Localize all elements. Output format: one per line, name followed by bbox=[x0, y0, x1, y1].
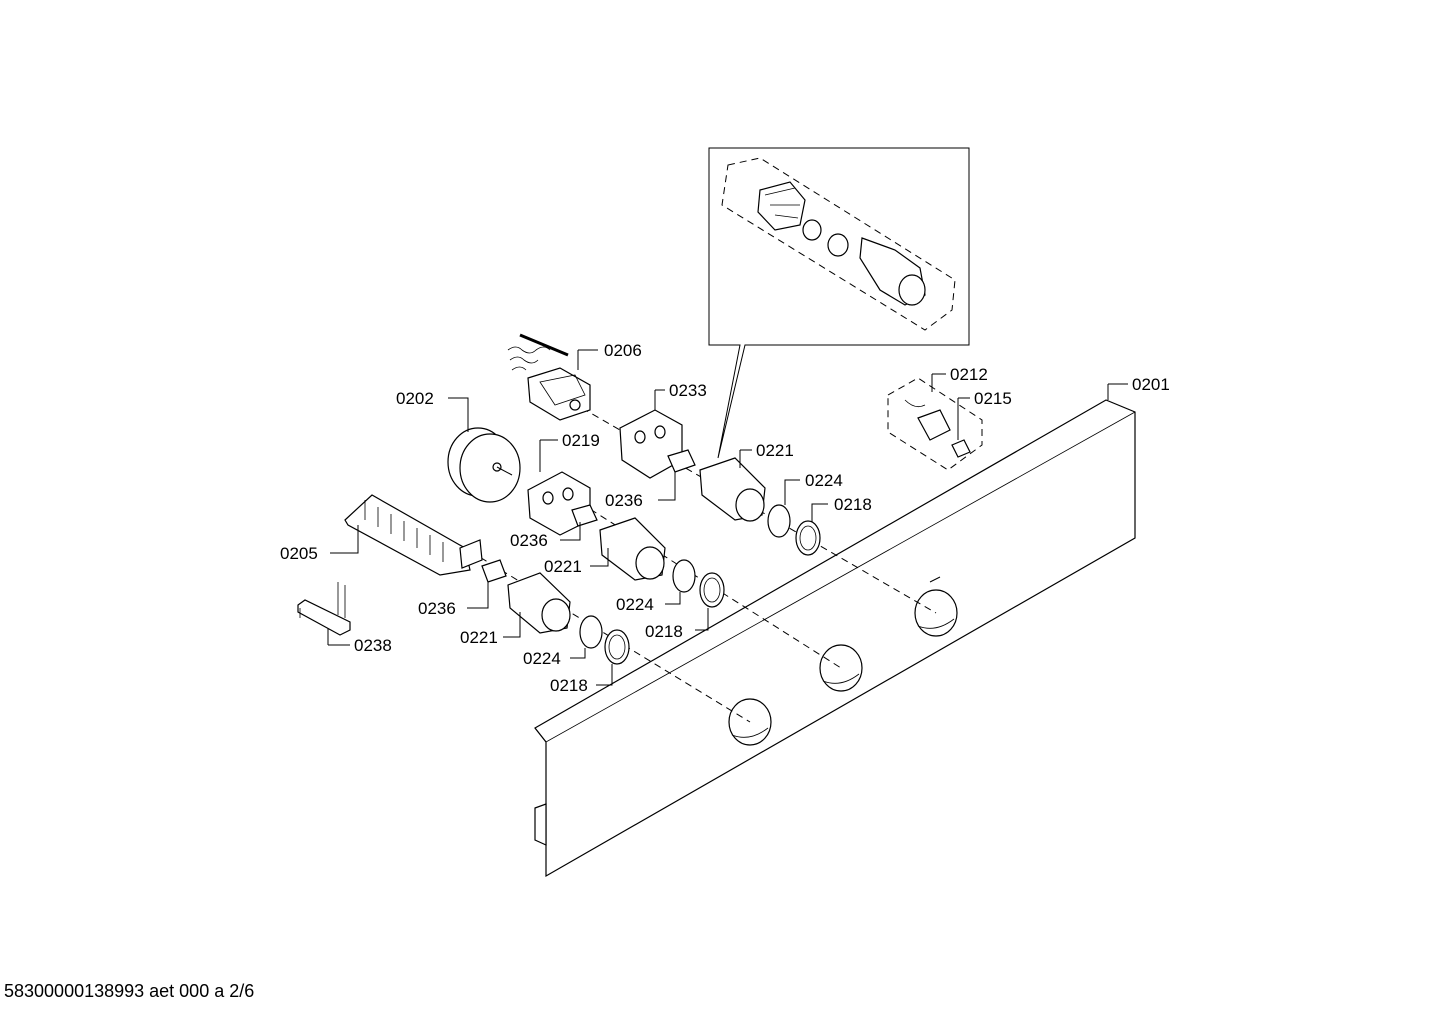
label-0212: 0212 bbox=[950, 365, 988, 384]
part-0212-0215 bbox=[887, 377, 983, 471]
part-labels: 0206 0202 0233 0219 0221 0236 0224 0218 … bbox=[280, 341, 1170, 695]
label-0221: 0221 bbox=[756, 441, 794, 460]
shafts-0236 bbox=[481, 449, 696, 583]
label-0202: 0202 bbox=[396, 389, 434, 408]
label-0215: 0215 bbox=[974, 389, 1012, 408]
label-0221: 0221 bbox=[544, 557, 582, 576]
label-0206: 0206 bbox=[604, 341, 642, 360]
leader-lines bbox=[327, 349, 1128, 686]
part-0206 bbox=[507, 333, 591, 421]
label-0218: 0218 bbox=[834, 495, 872, 514]
part-0238 bbox=[297, 582, 351, 636]
label-0205: 0205 bbox=[280, 544, 318, 563]
label-0221: 0221 bbox=[460, 628, 498, 647]
label-0238: 0238 bbox=[354, 636, 392, 655]
label-0219: 0219 bbox=[562, 431, 600, 450]
part-0205 bbox=[344, 494, 483, 576]
label-0224: 0224 bbox=[523, 649, 561, 668]
part-0202 bbox=[447, 427, 521, 503]
label-0236: 0236 bbox=[605, 491, 643, 510]
detail-inset bbox=[708, 147, 970, 459]
rings-0224 bbox=[579, 504, 791, 649]
label-0218: 0218 bbox=[645, 622, 683, 641]
knobs-0221 bbox=[507, 457, 766, 634]
label-0236: 0236 bbox=[418, 599, 456, 618]
label-0224: 0224 bbox=[805, 471, 843, 490]
label-0201: 0201 bbox=[1132, 375, 1170, 394]
label-0224: 0224 bbox=[616, 595, 654, 614]
document-footer: 58300000138993 aet 000 a 2/6 bbox=[4, 981, 255, 1001]
label-0236: 0236 bbox=[510, 531, 548, 550]
label-0233: 0233 bbox=[669, 381, 707, 400]
label-0218: 0218 bbox=[550, 676, 588, 695]
bezels-0218 bbox=[604, 520, 821, 665]
